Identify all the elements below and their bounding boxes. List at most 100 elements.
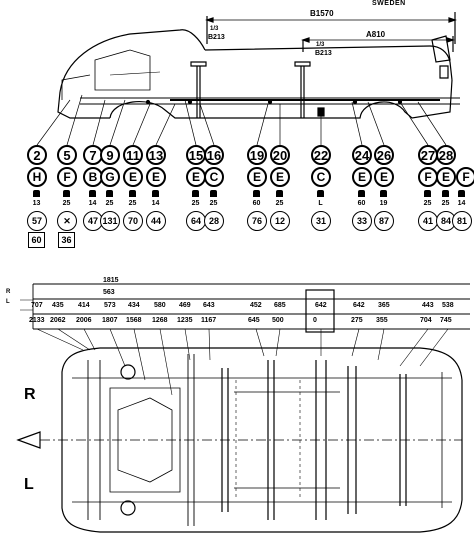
point-number-9: 9 bbox=[100, 145, 120, 165]
leader-lines-lower bbox=[36, 328, 449, 396]
left-box: 60 bbox=[28, 232, 45, 248]
point-number-19: 19 bbox=[247, 145, 267, 165]
point-number-27: 27 bbox=[418, 145, 438, 165]
tool-code-label: 25 bbox=[441, 200, 450, 207]
tool-code: 60 bbox=[248, 188, 265, 208]
table-row2-cell: 1568 bbox=[126, 317, 142, 324]
point-letter: E bbox=[146, 167, 166, 187]
table-row2-cell: 645 bbox=[248, 317, 260, 324]
tool-glyph-icon bbox=[458, 190, 465, 197]
tool-code: 25 bbox=[187, 188, 204, 208]
tool-code-label: 14 bbox=[151, 200, 160, 207]
lower-code: 12 bbox=[270, 211, 290, 231]
tool-code-label: 25 bbox=[191, 200, 200, 207]
tool-code-label: 25 bbox=[209, 200, 218, 207]
point-letter-extra: F bbox=[456, 167, 474, 187]
point-letter: E bbox=[436, 167, 456, 187]
tool-code: 25 bbox=[437, 188, 454, 208]
point-number-20: 20 bbox=[270, 145, 290, 165]
tool-code-label: 25 bbox=[275, 200, 284, 207]
table-row2-cell: 2006 bbox=[76, 317, 92, 324]
tool-glyph-icon bbox=[210, 190, 217, 197]
crossed-circle-icon: ✕ bbox=[57, 211, 77, 231]
lower-code: 87 bbox=[374, 211, 394, 231]
table-row1-cell: 452 bbox=[250, 302, 262, 309]
table-row1-cell: 643 bbox=[203, 302, 215, 309]
table-row2-cell: 1235 bbox=[177, 317, 193, 324]
side-label-left: L bbox=[24, 476, 34, 493]
tool-code-label: 25 bbox=[128, 200, 137, 207]
fraction-a: 1/3 bbox=[210, 26, 219, 32]
tool-code-label: 25 bbox=[423, 200, 432, 207]
tool-glyph-icon bbox=[253, 190, 260, 197]
tool-code-label: 14 bbox=[457, 200, 466, 207]
table-row1-cell: 642 bbox=[353, 302, 365, 309]
table-row1-cell: 435 bbox=[52, 302, 64, 309]
tool-code: L bbox=[312, 188, 329, 208]
point-number-11: 11 bbox=[123, 145, 143, 165]
dim-overall: B1570 bbox=[310, 9, 334, 18]
dim-ref-b: B213 bbox=[315, 50, 332, 57]
tool-glyph-icon bbox=[358, 190, 365, 197]
point-letter: E bbox=[123, 167, 143, 187]
tool-code-label: 25 bbox=[105, 200, 114, 207]
lower-code: 44 bbox=[146, 211, 166, 231]
tool-code: 25 bbox=[58, 188, 75, 208]
tool-code-label: 60 bbox=[252, 200, 261, 207]
table-row2-cell: 355 bbox=[376, 317, 388, 324]
point-letter: G bbox=[100, 167, 120, 187]
tool-code: 13 bbox=[28, 188, 45, 208]
tool-code-label: 13 bbox=[32, 200, 41, 207]
point-letter: F bbox=[418, 167, 438, 187]
table-side-left: L bbox=[6, 299, 10, 305]
table-row2-cell: 1167 bbox=[201, 317, 217, 324]
table-row1-cell: 685 bbox=[274, 302, 286, 309]
table-row1-cell: 443 bbox=[422, 302, 434, 309]
point-letter: E bbox=[186, 167, 206, 187]
table-row2-cell: 2133 bbox=[29, 317, 45, 324]
point-number-2: 2 bbox=[27, 145, 47, 165]
table-row2-cell: 704 bbox=[420, 317, 432, 324]
tool-glyph-icon bbox=[424, 190, 431, 197]
tool-code: 14 bbox=[147, 188, 164, 208]
table-row1-cell: 414 bbox=[78, 302, 90, 309]
tool-glyph-icon bbox=[192, 190, 199, 197]
left-box: 36 bbox=[58, 232, 75, 248]
lower-code: 28 bbox=[204, 211, 224, 231]
tool-glyph-icon bbox=[317, 190, 324, 197]
lower-code: 84 bbox=[436, 211, 456, 231]
table-row2-cell: 2062 bbox=[50, 317, 66, 324]
point-number-26: 26 bbox=[374, 145, 394, 165]
lower-code: 76 bbox=[247, 211, 267, 231]
table-row1-cell: 707 bbox=[31, 302, 43, 309]
tool-glyph-icon bbox=[129, 190, 136, 197]
table-row1-cell: 573 bbox=[104, 302, 116, 309]
lower-code: 31 bbox=[311, 211, 331, 231]
tool-code-label: 60 bbox=[357, 200, 366, 207]
leader-lines-upper bbox=[36, 94, 447, 146]
side-label-right: R bbox=[24, 386, 36, 403]
lower-code: 41 bbox=[418, 211, 438, 231]
tool-code: 60 bbox=[353, 188, 370, 208]
tool-glyph-icon bbox=[33, 190, 40, 197]
lower-code: 57 bbox=[27, 211, 47, 231]
point-letter: C bbox=[204, 167, 224, 187]
tool-glyph-icon bbox=[380, 190, 387, 197]
tool-code: 25 bbox=[271, 188, 288, 208]
table-row1-cell: 469 bbox=[179, 302, 191, 309]
point-letter: E bbox=[352, 167, 372, 187]
lower-code: 64 bbox=[186, 211, 206, 231]
corner-text: SWEDEN bbox=[372, 0, 406, 7]
lower-code: 33 bbox=[352, 211, 372, 231]
tool-glyph-icon bbox=[152, 190, 159, 197]
table-row1-cell: 538 bbox=[442, 302, 454, 309]
tool-code-label: 14 bbox=[88, 200, 97, 207]
point-number-28: 28 bbox=[436, 145, 456, 165]
table-row1-cell: 642 bbox=[315, 302, 327, 309]
point-number-16: 16 bbox=[204, 145, 224, 165]
table-row2-cell: 500 bbox=[272, 317, 284, 324]
tool-code: 25 bbox=[205, 188, 222, 208]
lower-code: 70 bbox=[123, 211, 143, 231]
